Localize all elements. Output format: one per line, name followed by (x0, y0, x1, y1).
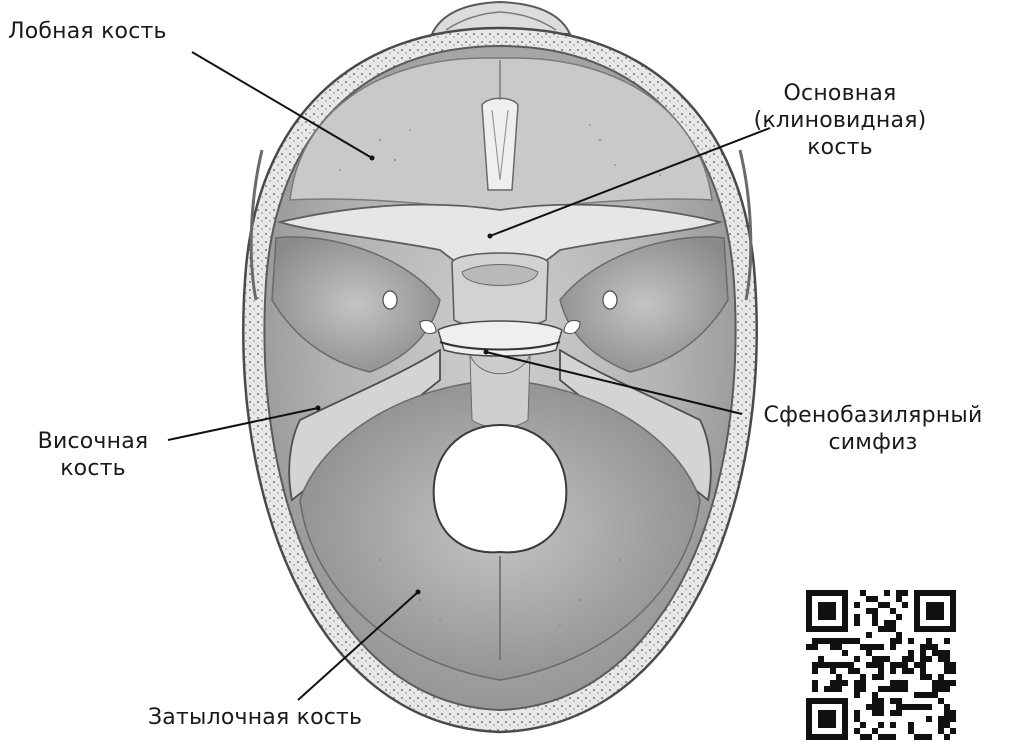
label-spheno-basilar-symphysis: Сфенобазилярный симфиз (742, 402, 1004, 456)
label-occipital-bone: Затылочная кость (148, 704, 362, 731)
label-frontal-bone: Лобная кость (8, 18, 167, 45)
label-temporal-bone: Височная кость (18, 428, 168, 482)
qr-code-icon (802, 586, 960, 744)
label-sphenoid-bone: Основная (клиновидная) кость (740, 80, 940, 161)
